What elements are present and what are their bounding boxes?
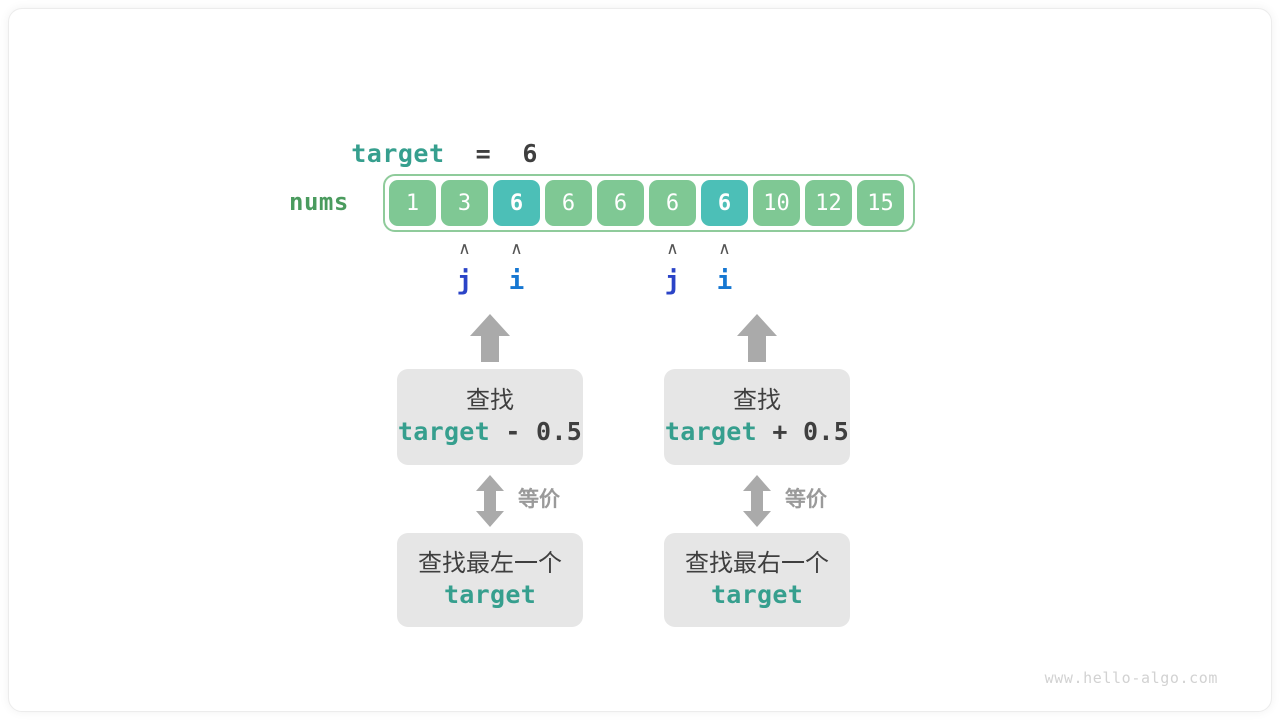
equivalence-arrow-right [742,474,772,528]
search-edge-box-title-right: 查找最右一个 [685,549,829,578]
pointer-label-i: i [716,266,733,296]
target-spacer [491,139,522,168]
target-expression: target = 6 [289,110,538,197]
search-offset-box-title-left: 查找 [466,386,514,415]
array-cell: 6 [545,180,592,226]
up-arrow-left [468,312,512,364]
search-edge-box-code-left: target [443,580,537,610]
pointer-label-i: i [508,266,525,296]
watermark: www.hello-algo.com [1044,669,1218,687]
equals-symbol: = [475,139,492,168]
array-cell: 12 [805,180,852,226]
array-cell: 3 [441,180,488,226]
array-cell: 10 [753,180,800,226]
search-edge-box-title-left: 查找最左一个 [418,549,562,578]
pointer-caret-i: ∧ [510,239,523,259]
array-cell: 6 [701,180,748,226]
pointer-caret-j: ∧ [458,239,471,259]
target-value: 6 [522,139,538,168]
equals-sign [445,139,476,168]
figure-frame [8,8,1272,712]
search-offset-box-code-left: target - 0.5 [398,415,582,449]
pointer-label-j: j [664,266,681,296]
pointer-label-j: j [456,266,473,296]
search-offset-box-code-right: target + 0.5 [665,415,849,449]
code-target-term: target [664,417,757,447]
pointer-caret-j: ∧ [666,239,679,259]
equivalence-label-left: 等价 [518,487,560,511]
up-arrow-right [735,312,779,364]
equivalence-label-right: 等价 [785,487,827,511]
search-offset-box-title-right: 查找 [733,386,781,415]
array-cell: 6 [649,180,696,226]
array-cell: 15 [857,180,904,226]
equivalence-arrow-left [475,474,505,528]
search-edge-box-code-right: target [710,580,804,610]
nums-label: nums [289,188,349,216]
code-offset-op: - 0.5 [490,417,583,447]
pointer-caret-i: ∧ [718,239,731,259]
array-cell: 6 [493,180,540,226]
array-cell: 1 [389,180,436,226]
array-cell: 6 [597,180,644,226]
code-target-term: target [397,417,490,447]
code-offset-op: + 0.5 [757,417,850,447]
target-keyword: target [351,139,445,168]
